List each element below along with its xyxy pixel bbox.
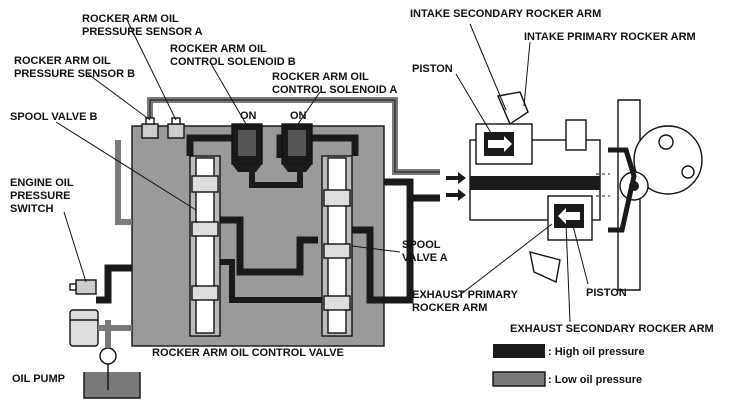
leader-sensor-a (127, 21, 177, 121)
label-exhaust-secondary: EXHAUST SECONDARY ROCKER ARM (510, 323, 714, 335)
high-switch-line (96, 264, 132, 304)
sensor-b-line (115, 140, 132, 225)
label-sensor-a: ROCKER ARM OIL PRESSURE SENSOR A (82, 13, 203, 38)
camshaft-assembly (596, 99, 703, 291)
leader-spool-valve-a (351, 245, 401, 253)
leader-exhaust-primary (455, 223, 553, 299)
label-spool-valve-a: SPOOL VALVE A (402, 239, 448, 264)
high-outlet-line (384, 178, 440, 202)
high-channel-lower (218, 216, 318, 276)
oil-filter (69, 309, 132, 347)
leader-solenoid-b (209, 61, 247, 125)
leader-solenoid-a (297, 91, 321, 125)
oil-pump (83, 320, 141, 399)
high-channel-bottom (218, 259, 330, 303)
solenoid-b (231, 123, 263, 172)
flow-arrows (446, 172, 466, 201)
label-control-valve: ROCKER ARM OIL CONTROL VALVE (152, 347, 344, 359)
upper-oil-line-outline (149, 99, 440, 173)
leader-oil-switch (63, 211, 87, 283)
leader-spool-valve-b (55, 121, 197, 211)
spool-valve-b (189, 155, 221, 337)
leader-exhaust-secondary (565, 223, 571, 323)
label-intake-primary: INTAKE PRIMARY ROCKER ARM (524, 31, 696, 43)
engine-oil-pressure-switch (69, 279, 97, 295)
legend-high-label: : High oil pressure (548, 346, 645, 358)
label-spool-valve-b: SPOOL VALVE B (10, 111, 97, 123)
pressure-sensor-b (141, 117, 159, 139)
high-channel-a (276, 134, 359, 158)
solenoid-a (281, 123, 313, 172)
pressure-sensor-a (167, 117, 185, 139)
solenoid-b-on: ON (240, 110, 257, 122)
intake-piston (488, 136, 512, 152)
high-return-line (352, 198, 414, 304)
leader-piston-bottom (571, 221, 589, 285)
leader-sensor-b (87, 73, 151, 121)
label-engine-oil-pressure-switch: ENGINE OIL PRESSURE SWITCH (10, 177, 76, 215)
label-oil-pump: OIL PUMP (12, 373, 65, 385)
label-solenoid-b: ROCKER ARM OIL CONTROL SOLENOID B (170, 43, 296, 68)
spool-valve-a (321, 155, 353, 337)
leader-intake-primary (523, 41, 531, 107)
legend: : High oil pressure : Low oil pressure (492, 344, 645, 387)
label-intake-secondary: INTAKE SECONDARY ROCKER ARM (410, 8, 601, 20)
high-channel-mid (249, 160, 303, 188)
legend-low-swatch (492, 371, 546, 387)
legend-low-label: : Low oil pressure (548, 374, 642, 386)
solenoid-a-on: ON (290, 110, 307, 122)
label-exhaust-primary: EXHAUST PRIMARY ROCKER ARM (412, 289, 521, 314)
leader-piston-top (455, 73, 495, 139)
leader-intake-secondary (469, 23, 507, 111)
label-piston-bottom: PISTON (586, 287, 627, 299)
exhaust-piston (558, 208, 580, 224)
label-sensor-b: ROCKER ARM OIL PRESSURE SENSOR B (14, 55, 135, 80)
label-solenoid-a: ROCKER ARM OIL CONTROL SOLENOID A (272, 71, 397, 96)
legend-high-swatch (493, 344, 545, 358)
label-piston-top: PISTON (412, 63, 453, 75)
